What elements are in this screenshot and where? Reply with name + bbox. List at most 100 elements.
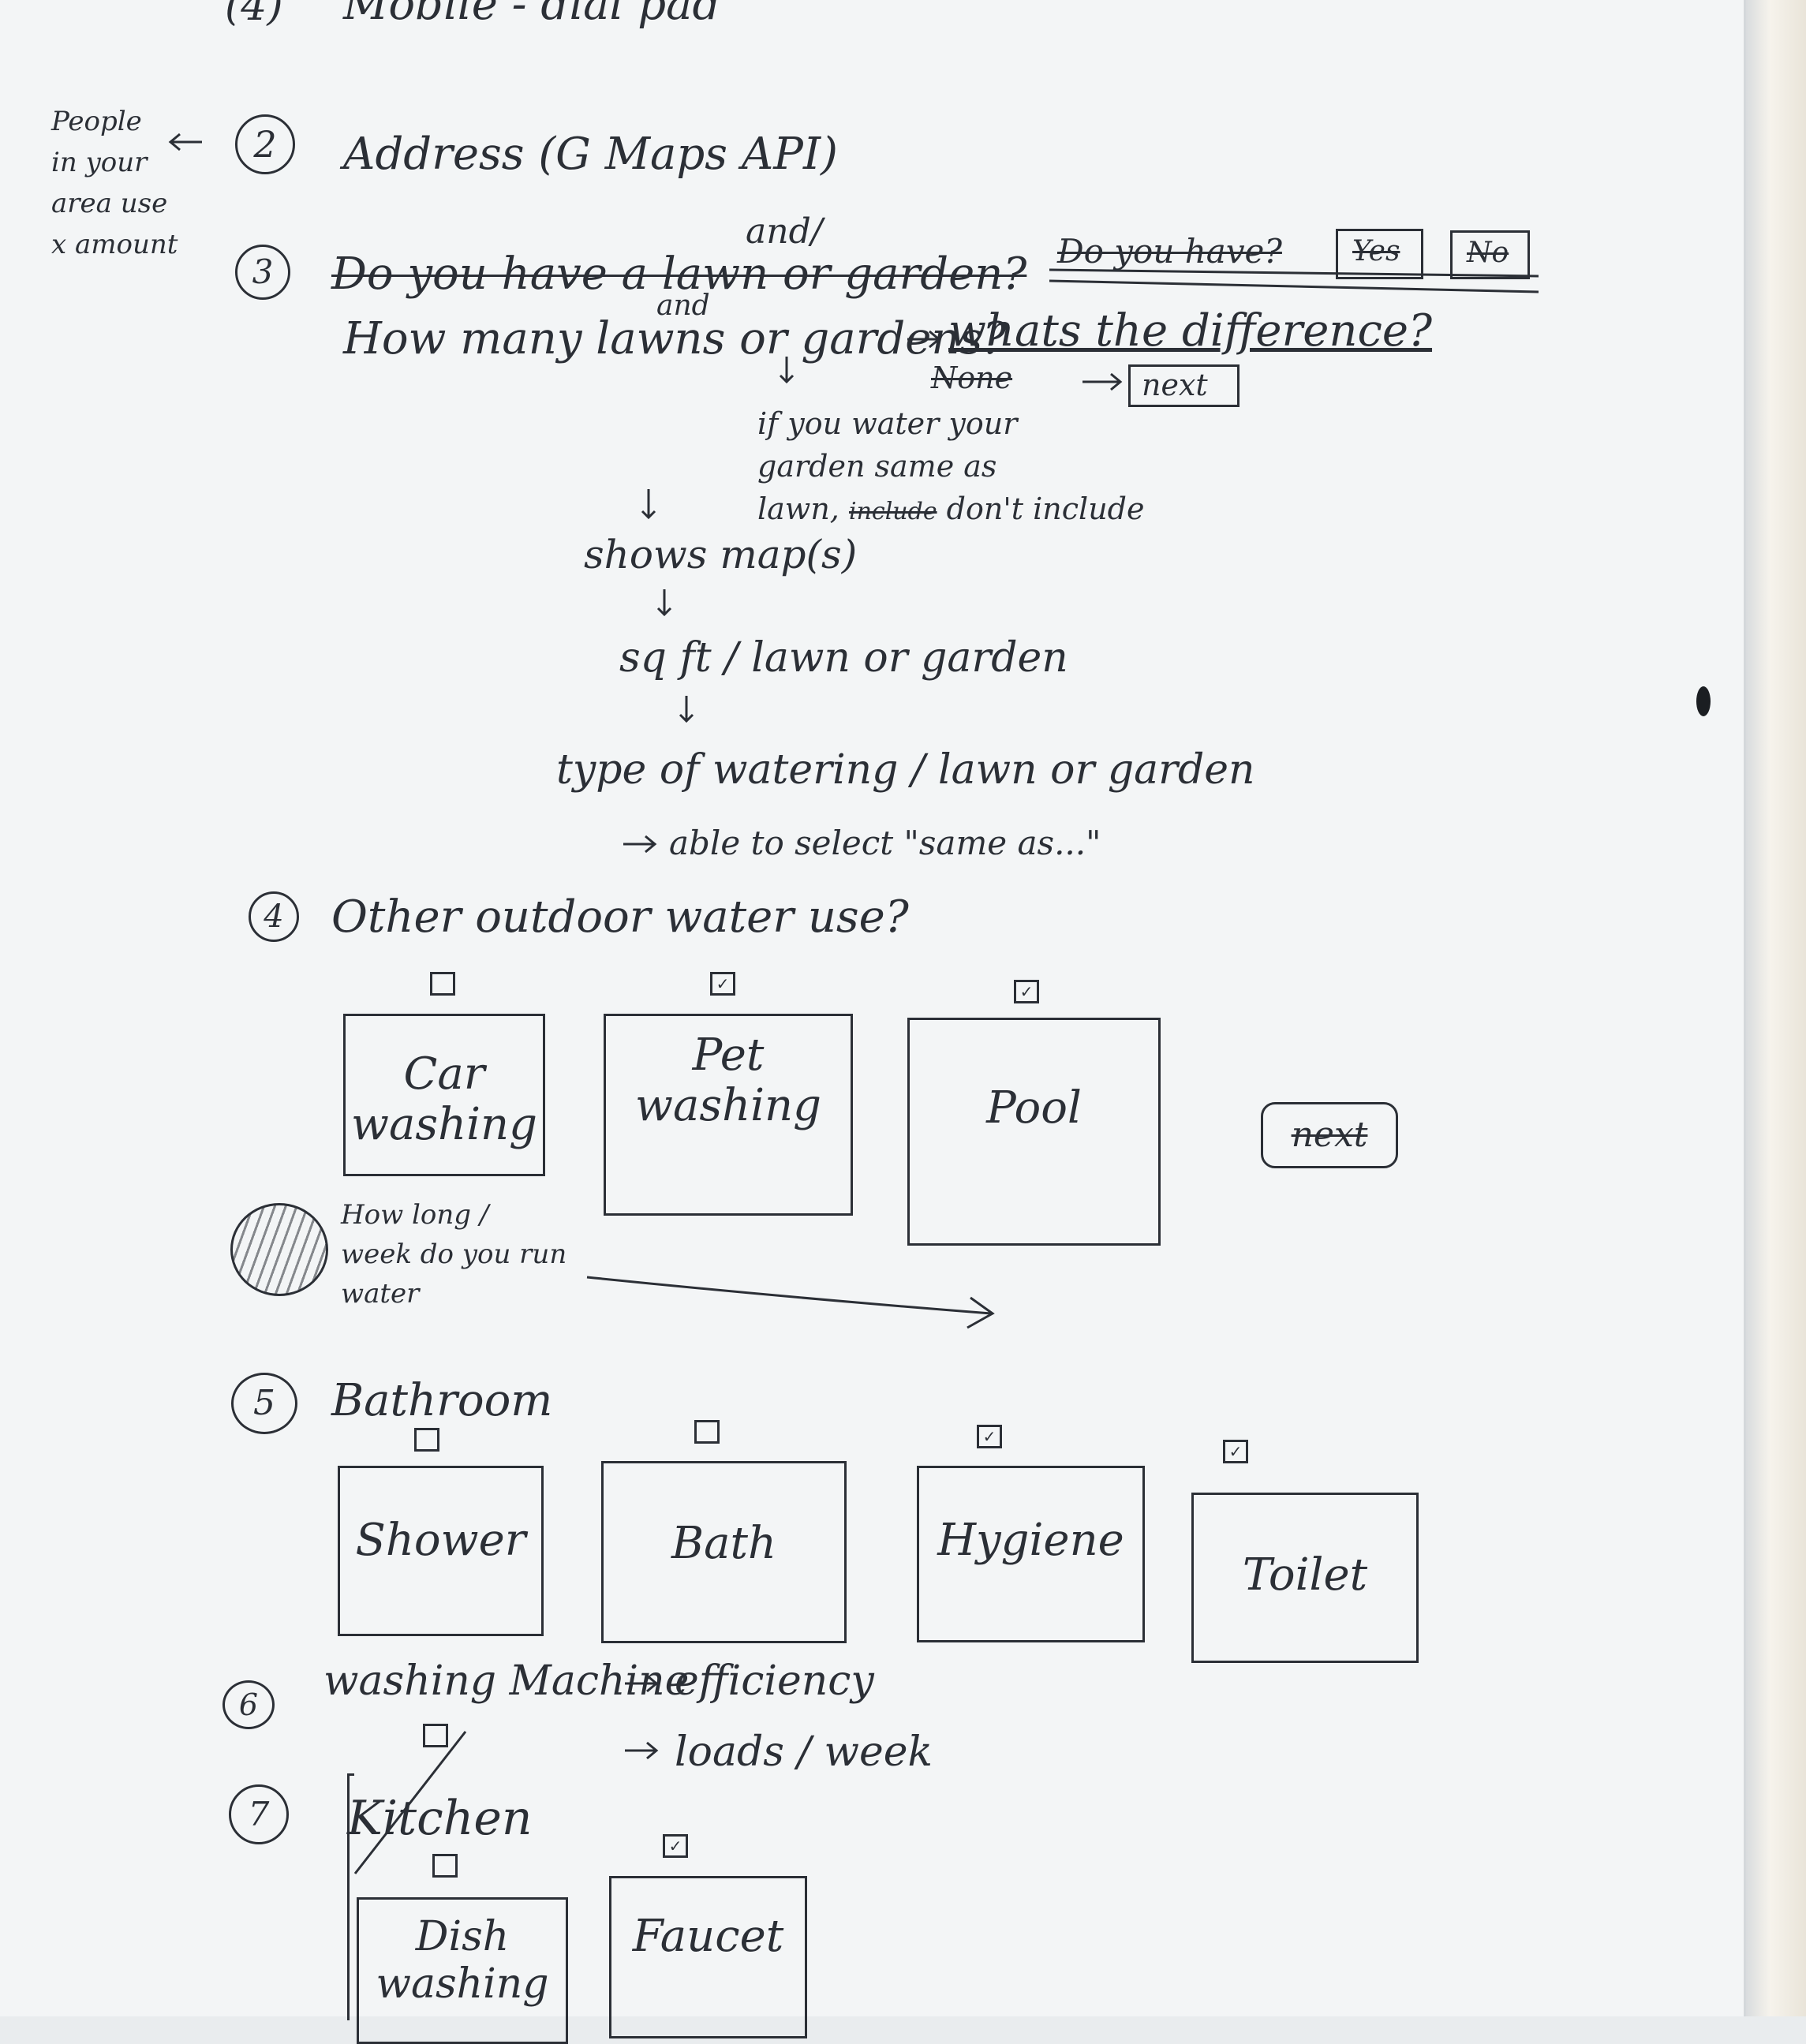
step-7-badge: 7 bbox=[229, 1784, 289, 1844]
address-text: Address (G Maps API) bbox=[343, 129, 838, 180]
washing-machine-title: washing Machine bbox=[323, 1657, 690, 1705]
garden-note-line: if you water your bbox=[757, 406, 1018, 441]
lawn-question-insert: and bbox=[656, 290, 710, 322]
garden-note-line: lawn, include don't include bbox=[757, 491, 1145, 526]
shower-checkbox[interactable] bbox=[414, 1428, 439, 1452]
side-note: People in your area use x amount bbox=[51, 101, 178, 265]
bath-label: Bath bbox=[671, 1518, 777, 1569]
outdoor-next-label: next bbox=[1291, 1115, 1368, 1155]
bath-checkbox[interactable] bbox=[694, 1420, 720, 1444]
loads-per-week-branch: loads / week bbox=[675, 1728, 933, 1776]
garden-note-line: garden same as bbox=[757, 449, 997, 484]
garden-note: if you water your garden same as lawn, i… bbox=[757, 402, 1145, 533]
shower-option[interactable]: Shower bbox=[338, 1466, 544, 1636]
lawn-insert-word: and/ bbox=[746, 211, 823, 252]
step-5-badge: 5 bbox=[231, 1373, 297, 1434]
right-arrow-icon bbox=[623, 835, 657, 854]
toilet-option[interactable]: Toilet bbox=[1191, 1493, 1419, 1663]
water-duration-note: How long / week do you run water bbox=[341, 1195, 566, 1313]
pet-washing-label: Pet washing bbox=[635, 1029, 821, 1132]
step-5-number: 5 bbox=[253, 1383, 275, 1423]
lawn-next-label: next bbox=[1142, 368, 1208, 402]
shower-label: Shower bbox=[355, 1515, 526, 1566]
pool-option[interactable]: Pool bbox=[907, 1018, 1161, 1246]
struck-do-you-have: Do you have? bbox=[1057, 232, 1282, 271]
step-7-number: 7 bbox=[248, 1795, 270, 1833]
kitchen-cross-out bbox=[353, 1731, 467, 1874]
side-note-arrow bbox=[168, 133, 202, 151]
lawn-next-button[interactable]: next bbox=[1128, 364, 1240, 407]
hygiene-option[interactable]: Hygiene bbox=[917, 1466, 1145, 1642]
step-3-number: 3 bbox=[252, 252, 274, 291]
strike-through-line bbox=[1049, 268, 1539, 293]
mobile-number: (4) bbox=[225, 0, 283, 30]
down-arrow-icon bbox=[779, 357, 795, 384]
scribbled-badge bbox=[230, 1203, 328, 1296]
struck-yes-label: Yes bbox=[1352, 235, 1400, 267]
right-arrow-icon bbox=[1082, 372, 1123, 391]
car-washing-checkbox[interactable] bbox=[430, 972, 455, 996]
mobile-text: Mobile - dial pad bbox=[343, 0, 721, 30]
efficiency-branch: efficiency bbox=[675, 1657, 874, 1705]
toilet-checkbox[interactable]: ✓ bbox=[1223, 1440, 1248, 1463]
kitchen-checkbox[interactable] bbox=[423, 1724, 448, 1747]
difference-link[interactable]: whats the difference? bbox=[948, 305, 1433, 357]
step-2-badge: 2 bbox=[235, 114, 295, 174]
flow-shows-map: shows map(s) bbox=[584, 532, 858, 577]
right-arrow-icon bbox=[625, 1741, 659, 1760]
side-note-line: x amount bbox=[51, 229, 178, 260]
struck-lawn-question: Do you have a lawn or garden? bbox=[331, 248, 1027, 300]
struck-no-label: No bbox=[1467, 237, 1509, 269]
step-6-badge: 6 bbox=[222, 1680, 275, 1729]
notebook-page bbox=[1744, 0, 1746, 2016]
outdoor-title: Other outdoor water use? bbox=[331, 891, 909, 943]
outdoor-next-button[interactable]: next bbox=[1261, 1102, 1398, 1168]
side-note-line: area use bbox=[51, 188, 168, 219]
struck-yes-button: Yes bbox=[1336, 229, 1423, 279]
hygiene-label: Hygiene bbox=[937, 1515, 1124, 1566]
down-arrow-icon bbox=[656, 589, 672, 617]
pet-washing-option[interactable]: Pet washing bbox=[604, 1014, 853, 1216]
flow-sq-ft: sq ft / lawn or garden bbox=[619, 634, 1068, 682]
page-edge bbox=[1746, 0, 1806, 2016]
water-duration-line: water bbox=[341, 1278, 420, 1310]
down-arrow-icon bbox=[641, 489, 656, 520]
hygiene-checkbox[interactable]: ✓ bbox=[977, 1425, 1002, 1448]
kitchen-frame bbox=[347, 1773, 354, 2020]
water-duration-line: week do you run bbox=[341, 1239, 567, 1270]
bath-option[interactable]: Bath bbox=[601, 1461, 847, 1643]
kitchen-title: Kitchen bbox=[347, 1791, 533, 1846]
car-washing-label: Car washing bbox=[351, 1048, 537, 1151]
flow-watering-type: type of watering / lawn or garden bbox=[556, 746, 1255, 794]
dish-washing-checkbox[interactable] bbox=[432, 1854, 458, 1878]
step-3-badge: 3 bbox=[235, 245, 290, 300]
struck-none-option: None bbox=[931, 361, 1013, 395]
toilet-label: Toilet bbox=[1242, 1549, 1368, 1601]
pet-washing-checkbox[interactable]: ✓ bbox=[710, 972, 735, 996]
side-note-line: in your bbox=[51, 147, 148, 178]
right-arrow-icon bbox=[625, 1674, 659, 1693]
pool-checkbox[interactable]: ✓ bbox=[1014, 980, 1039, 1003]
struck-no-button: No bbox=[1450, 230, 1530, 279]
lawn-question: How many lawns or gardens? bbox=[343, 313, 1007, 364]
struck-include: include bbox=[848, 498, 937, 525]
dish-washing-label: Dish washing bbox=[376, 1913, 549, 2008]
bathroom-title: Bathroom bbox=[331, 1375, 553, 1426]
water-duration-line: How long / bbox=[341, 1199, 489, 1231]
down-arrow-icon bbox=[679, 696, 694, 723]
faucet-checkbox[interactable]: ✓ bbox=[663, 1834, 688, 1858]
pool-label: Pool bbox=[986, 1082, 1082, 1134]
step-4-number: 4 bbox=[264, 899, 284, 935]
dish-washing-option[interactable]: Dish washing bbox=[357, 1897, 568, 2044]
step-6-number: 6 bbox=[238, 1687, 259, 1722]
ink-spot bbox=[1696, 686, 1711, 716]
flow-same-as: able to select "same as..." bbox=[669, 824, 1101, 862]
long-arrow-icon bbox=[586, 1276, 995, 1329]
step-4-badge: 4 bbox=[249, 891, 299, 942]
faucet-option[interactable]: Faucet bbox=[609, 1876, 807, 2038]
car-washing-option[interactable]: Car washing bbox=[343, 1014, 545, 1176]
right-arrow-icon bbox=[907, 330, 941, 349]
side-note-line: People bbox=[51, 106, 142, 137]
step-2-number: 2 bbox=[253, 123, 277, 166]
faucet-label: Faucet bbox=[632, 1911, 784, 1962]
